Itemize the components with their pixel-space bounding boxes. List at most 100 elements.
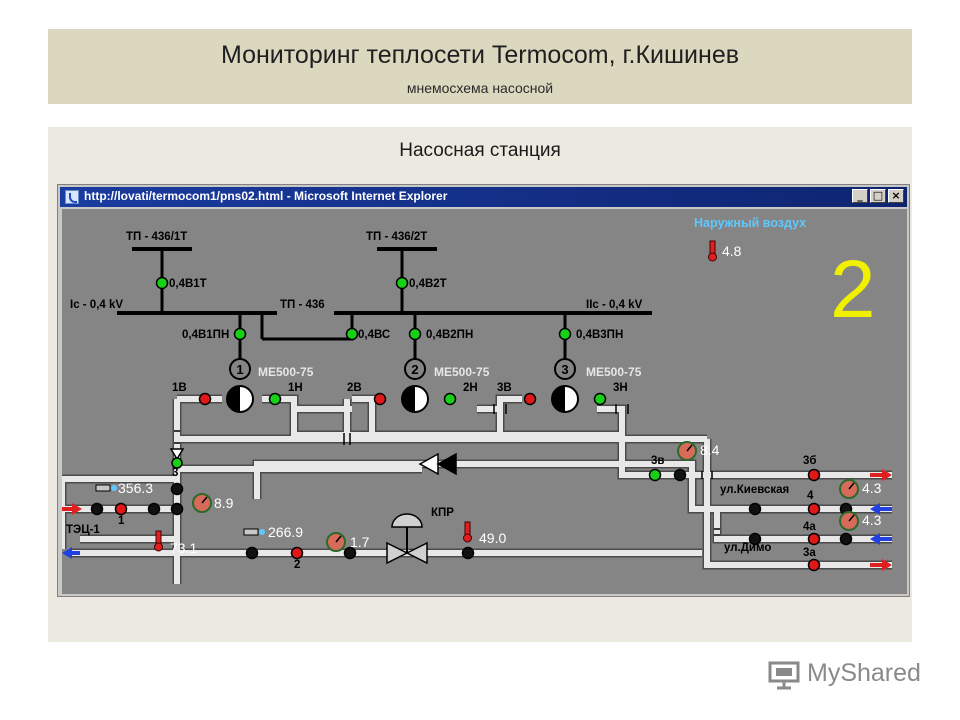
reading-pressure-3: 8.9	[214, 495, 234, 511]
pressure-gauge-3	[192, 493, 212, 513]
valve-3a[interactable]	[807, 558, 821, 572]
return-arrow-out	[62, 547, 80, 559]
station-number: 2	[830, 244, 876, 335]
valve-2v[interactable]	[373, 392, 387, 406]
breaker-label-bc: 0,4ВС	[358, 329, 390, 341]
bus-label-iic: IIc - 0,4 kV	[586, 299, 643, 311]
valve-1v[interactable]	[198, 392, 212, 406]
valve-led-3[interactable]	[171, 457, 183, 469]
pump-unit-2	[373, 385, 457, 413]
pump-unit-1	[198, 385, 282, 413]
reading-flow-tec: 356.3	[118, 480, 153, 496]
valve-label-3a: 3а	[803, 547, 816, 559]
pump-unit-3	[523, 385, 607, 413]
breaker-led-b1pn[interactable]	[233, 327, 247, 341]
valve-label-4: 4	[807, 490, 814, 502]
sensor-node	[245, 546, 259, 560]
title-bar: Мониторинг теплосети Termocom, г.Кишинев…	[48, 29, 912, 104]
pump-model-3: МЕ500-75	[586, 365, 642, 379]
valve-4a[interactable]	[807, 532, 821, 546]
valve-label-1: 1	[118, 515, 125, 527]
pump-model-1: МЕ500-75	[258, 365, 314, 379]
supply-arrow-out	[870, 469, 892, 481]
valve-2[interactable]	[290, 546, 304, 560]
valve-1n[interactable]	[268, 392, 282, 406]
breaker-indicators	[155, 276, 572, 341]
maximize-button[interactable]: □	[870, 189, 886, 203]
sensor-node	[170, 482, 184, 496]
check-valve[interactable]	[418, 452, 457, 476]
projector-icon	[768, 661, 800, 690]
sensor-node	[673, 468, 687, 482]
outside-air-temp: 4.8	[722, 243, 742, 259]
valve-label-3: 3	[172, 467, 178, 479]
return-arrow-in	[870, 503, 892, 515]
watermark: MyShared	[767, 657, 927, 693]
label-dimo: ул.Димо	[724, 542, 771, 554]
window-controls: _ □ ×	[852, 189, 904, 203]
valve-label-2: 2	[294, 559, 300, 571]
sensor-node	[461, 546, 475, 560]
transformer-label-436: ТП - 436	[280, 299, 325, 311]
mimic-diagram: ТП - 436/1Т ТП - 436/2Т ТП - 436 Ic - 0,…	[62, 209, 907, 594]
breaker-label-b2pn: 0,4В2ПН	[426, 329, 473, 341]
motor-3: 3	[554, 358, 576, 380]
sensor-node	[147, 502, 161, 516]
breaker-label-b2t: 0,4В2Т	[409, 278, 447, 290]
window-title: http://lovati/termocom1/pns02.html - Mic…	[84, 189, 448, 203]
pipe-joints	[174, 404, 720, 536]
valve-label-4a: 4а	[803, 521, 816, 533]
pump-model-2: МЕ500-75	[434, 365, 490, 379]
pressure-gauge-return	[326, 532, 346, 552]
minimize-button[interactable]: _	[852, 189, 868, 203]
breaker-led-b3pn[interactable]	[558, 327, 572, 341]
reading-pressure-return: 1.7	[350, 534, 370, 550]
ie-icon	[65, 190, 79, 204]
browser-window: http://lovati/termocom1/pns02.html - Mic…	[57, 184, 910, 597]
section-title: Насосная станция	[399, 140, 561, 161]
page-title: Мониторинг теплосети Termocom, г.Кишинев	[220, 41, 740, 69]
reading-pressure-kiev: 4.3	[862, 480, 882, 496]
motor-number-1: 1	[236, 362, 243, 377]
motor-1: 1	[229, 358, 251, 380]
close-button[interactable]: ×	[888, 189, 904, 203]
valve-label-1n: 1Н	[288, 382, 303, 394]
control-valve-kpr[interactable]	[386, 513, 428, 565]
valve-3[interactable]	[169, 448, 185, 461]
thermometer-icon	[708, 240, 717, 262]
sensor-node	[748, 502, 762, 516]
sensor-node	[90, 502, 104, 516]
breaker-led-bc[interactable]	[345, 327, 359, 341]
return-arrow-in	[870, 533, 892, 545]
valve-label-3v: 3В	[497, 382, 512, 394]
watermark-text: MyShared	[807, 659, 921, 687]
valve-3n[interactable]	[593, 392, 607, 406]
motor-number-3: 3	[561, 362, 568, 377]
lower-valves	[90, 448, 853, 572]
sensor-node	[748, 532, 762, 546]
window-title-bar[interactable]: http://lovati/termocom1/pns02.html - Mic…	[60, 187, 907, 207]
breaker-led-b2pn[interactable]	[408, 327, 422, 341]
breaker-label-b3pn: 0,4В3ПН	[576, 329, 623, 341]
bus-label-ic: Ic - 0,4 kV	[70, 299, 123, 311]
motor-2: 2	[404, 358, 426, 380]
sensor-node	[170, 502, 184, 516]
sensor-node	[839, 532, 853, 546]
page-subtitle: мнемосхема насосной	[406, 80, 554, 96]
thermometer-icon	[154, 530, 163, 552]
valve-3v[interactable]	[648, 468, 662, 482]
valve-4[interactable]	[807, 502, 821, 516]
label-tec: ТЭЦ-1	[66, 524, 100, 536]
valve-label-2n: 2Н	[463, 382, 478, 394]
valve-3b[interactable]	[807, 468, 821, 482]
valve-label-3n: 3Н	[613, 382, 628, 394]
reading-flow-return: 266.9	[268, 524, 303, 540]
reading-pressure-dimo: 4.3	[862, 512, 882, 528]
valve-2n[interactable]	[443, 392, 457, 406]
breaker-led-b2t[interactable]	[395, 276, 409, 290]
pressure-gauge-3v	[677, 441, 697, 461]
valve-3v[interactable]	[523, 392, 537, 406]
breaker-led-b1t[interactable]	[155, 276, 169, 290]
outside-air-label: Наружный воздух	[694, 216, 806, 230]
valve-1[interactable]	[114, 502, 128, 516]
